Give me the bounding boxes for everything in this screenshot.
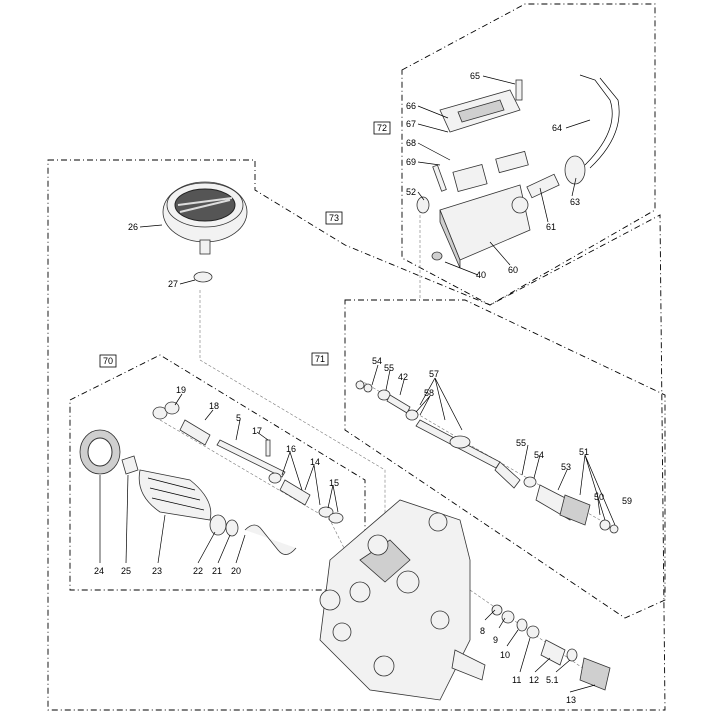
group-box-70: 70 (99, 354, 117, 368)
part-label: 55 (516, 438, 526, 448)
part-label: 52 (406, 187, 416, 197)
group-box-71: 71 (311, 352, 329, 366)
part-label: 11 (512, 675, 521, 685)
part-label: 42 (398, 372, 408, 382)
part-label: 5 (236, 413, 241, 423)
pressure-gauge (162, 181, 248, 283)
part-label: 12 (529, 675, 539, 685)
part-label: 19 (176, 385, 186, 395)
part-label: 50 (594, 492, 604, 502)
svg-text:70: 70 (103, 356, 113, 366)
part-label: 21 (212, 566, 222, 576)
part-label: 9 (493, 635, 498, 645)
part-label: 51 (579, 447, 589, 457)
outline-72 (401, 3, 656, 306)
part-label: 63 (570, 197, 580, 207)
part-label: 26 (128, 222, 138, 232)
svg-text:73: 73 (329, 213, 339, 223)
regulator-assembly (79, 401, 344, 555)
part-label: 54 (534, 450, 544, 460)
part-label: 17 (252, 426, 262, 436)
part-label: 53 (561, 462, 571, 472)
part-label: 66 (406, 101, 416, 111)
part-label: 58 (424, 388, 434, 398)
part-label: 60 (508, 265, 518, 275)
part-label: 67 (406, 119, 416, 129)
part-label: 27 (168, 279, 178, 289)
svg-text:72: 72 (377, 123, 387, 133)
switch-box (416, 74, 620, 269)
part-label: 5.1 (546, 675, 559, 685)
outlet-parts (491, 604, 611, 691)
part-label: 57 (429, 369, 439, 379)
unloader-valve (355, 380, 619, 534)
outline-70 (69, 354, 366, 591)
part-label: 22 (193, 566, 203, 576)
part-label: 10 (500, 650, 510, 660)
part-label: 64 (552, 123, 562, 133)
part-label: 65 (470, 71, 480, 81)
part-label: 18 (209, 401, 219, 411)
outline-71 (344, 299, 666, 619)
part-label: 8 (480, 626, 485, 636)
part-label: 23 (152, 566, 162, 576)
part-label: 59 (622, 496, 632, 506)
part-label: 14 (310, 457, 320, 467)
part-label: 68 (406, 138, 416, 148)
part-label: 40 (476, 270, 486, 280)
part-label: 15 (329, 478, 339, 488)
part-label: 55 (384, 363, 394, 373)
centerline-gauge (199, 290, 386, 520)
part-label: 20 (231, 566, 241, 576)
part-label: 25 (121, 566, 131, 576)
part-labels: 65 66 67 68 69 52 64 63 61 60 40 26 27 5… (94, 71, 632, 705)
centerline-outlet (469, 589, 601, 681)
part-label: 54 (372, 356, 382, 366)
pump-manifold (319, 499, 486, 701)
leader-lines (99, 75, 616, 693)
part-label: 61 (546, 222, 556, 232)
outline-73 (47, 159, 666, 711)
part-label: 16 (286, 444, 296, 454)
svg-text:71: 71 (315, 354, 325, 364)
part-label: 69 (406, 157, 416, 167)
part-label: 24 (94, 566, 104, 576)
group-box-72: 72 (373, 121, 391, 135)
part-label: 13 (566, 695, 576, 705)
group-box-73: 73 (325, 211, 343, 225)
